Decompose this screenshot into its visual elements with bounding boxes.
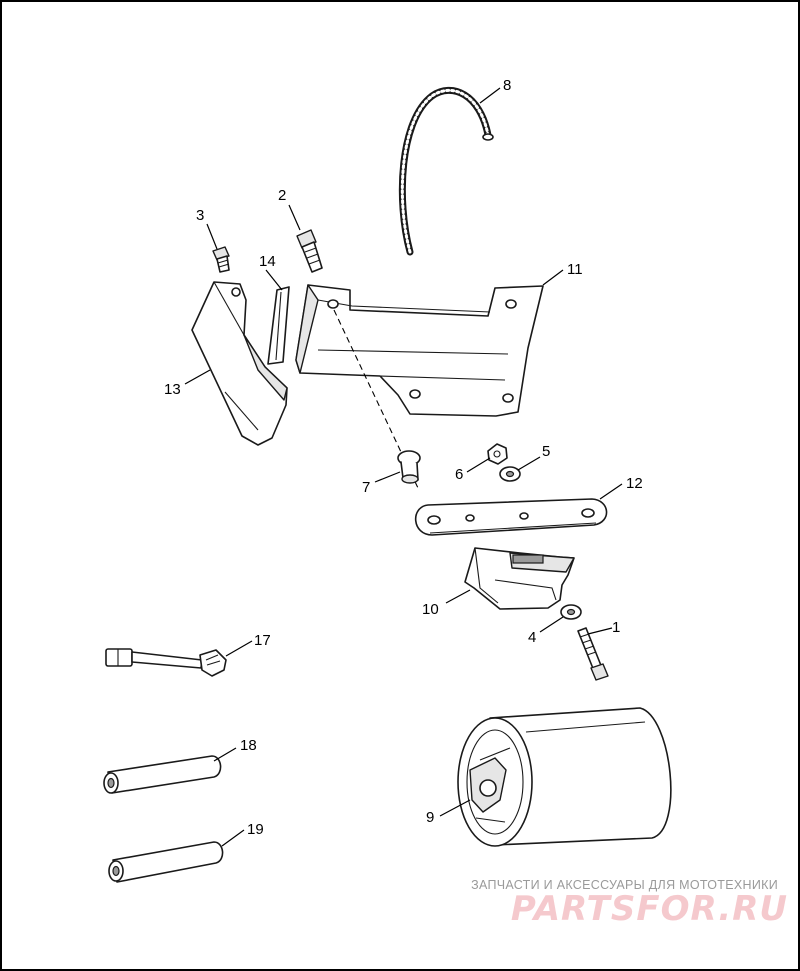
callout-9: 9: [426, 809, 434, 826]
part-17-connector: [105, 648, 227, 677]
part-1-bolt: [577, 627, 609, 681]
part-12-strap: [414, 498, 608, 536]
part-3-bolt: [212, 246, 230, 273]
callout-14: 14: [259, 253, 276, 270]
part-8-wire-loom: [398, 87, 494, 256]
part-14-pad: [267, 286, 290, 365]
callout-4: 4: [528, 629, 536, 646]
callout-2: 2: [278, 187, 286, 204]
callout-17: 17: [254, 632, 271, 649]
part-5-washer: [499, 466, 521, 482]
callout-6: 6: [455, 466, 463, 483]
callout-12: 12: [626, 475, 643, 492]
part-4-washer: [560, 604, 582, 620]
part-11-bracket: [295, 284, 544, 417]
watermark: ЗАПЧАСТИ И АКСЕССУАРЫ ДЛЯ МОТОТЕХНИКИ PA…: [471, 878, 788, 929]
part-10-relay-bracket: [464, 547, 575, 610]
part-13-cover: [191, 281, 288, 446]
part-7-grommet: [397, 450, 421, 484]
part-2-bolt: [296, 229, 323, 273]
callout-7: 7: [362, 479, 370, 496]
callout-18: 18: [240, 737, 257, 754]
callout-8: 8: [503, 77, 511, 94]
part-6-nut: [487, 443, 508, 465]
callout-13: 13: [164, 381, 181, 398]
callout-10: 10: [422, 601, 439, 618]
part-9-canister: [457, 707, 672, 847]
watermark-logo: PARTSFOR.RU: [511, 889, 788, 929]
callout-19: 19: [247, 821, 264, 838]
part-19-tube: [108, 841, 224, 883]
leader-lines: [184, 87, 623, 847]
part-18-tube: [103, 755, 222, 794]
watermark-tagline: ЗАПЧАСТИ И АКСЕССУАРЫ ДЛЯ МОТОТЕХНИКИ: [471, 878, 778, 892]
callout-1: 1: [612, 619, 620, 636]
callout-5: 5: [542, 443, 550, 460]
callout-11: 11: [567, 261, 583, 278]
callout-3: 3: [196, 207, 204, 224]
